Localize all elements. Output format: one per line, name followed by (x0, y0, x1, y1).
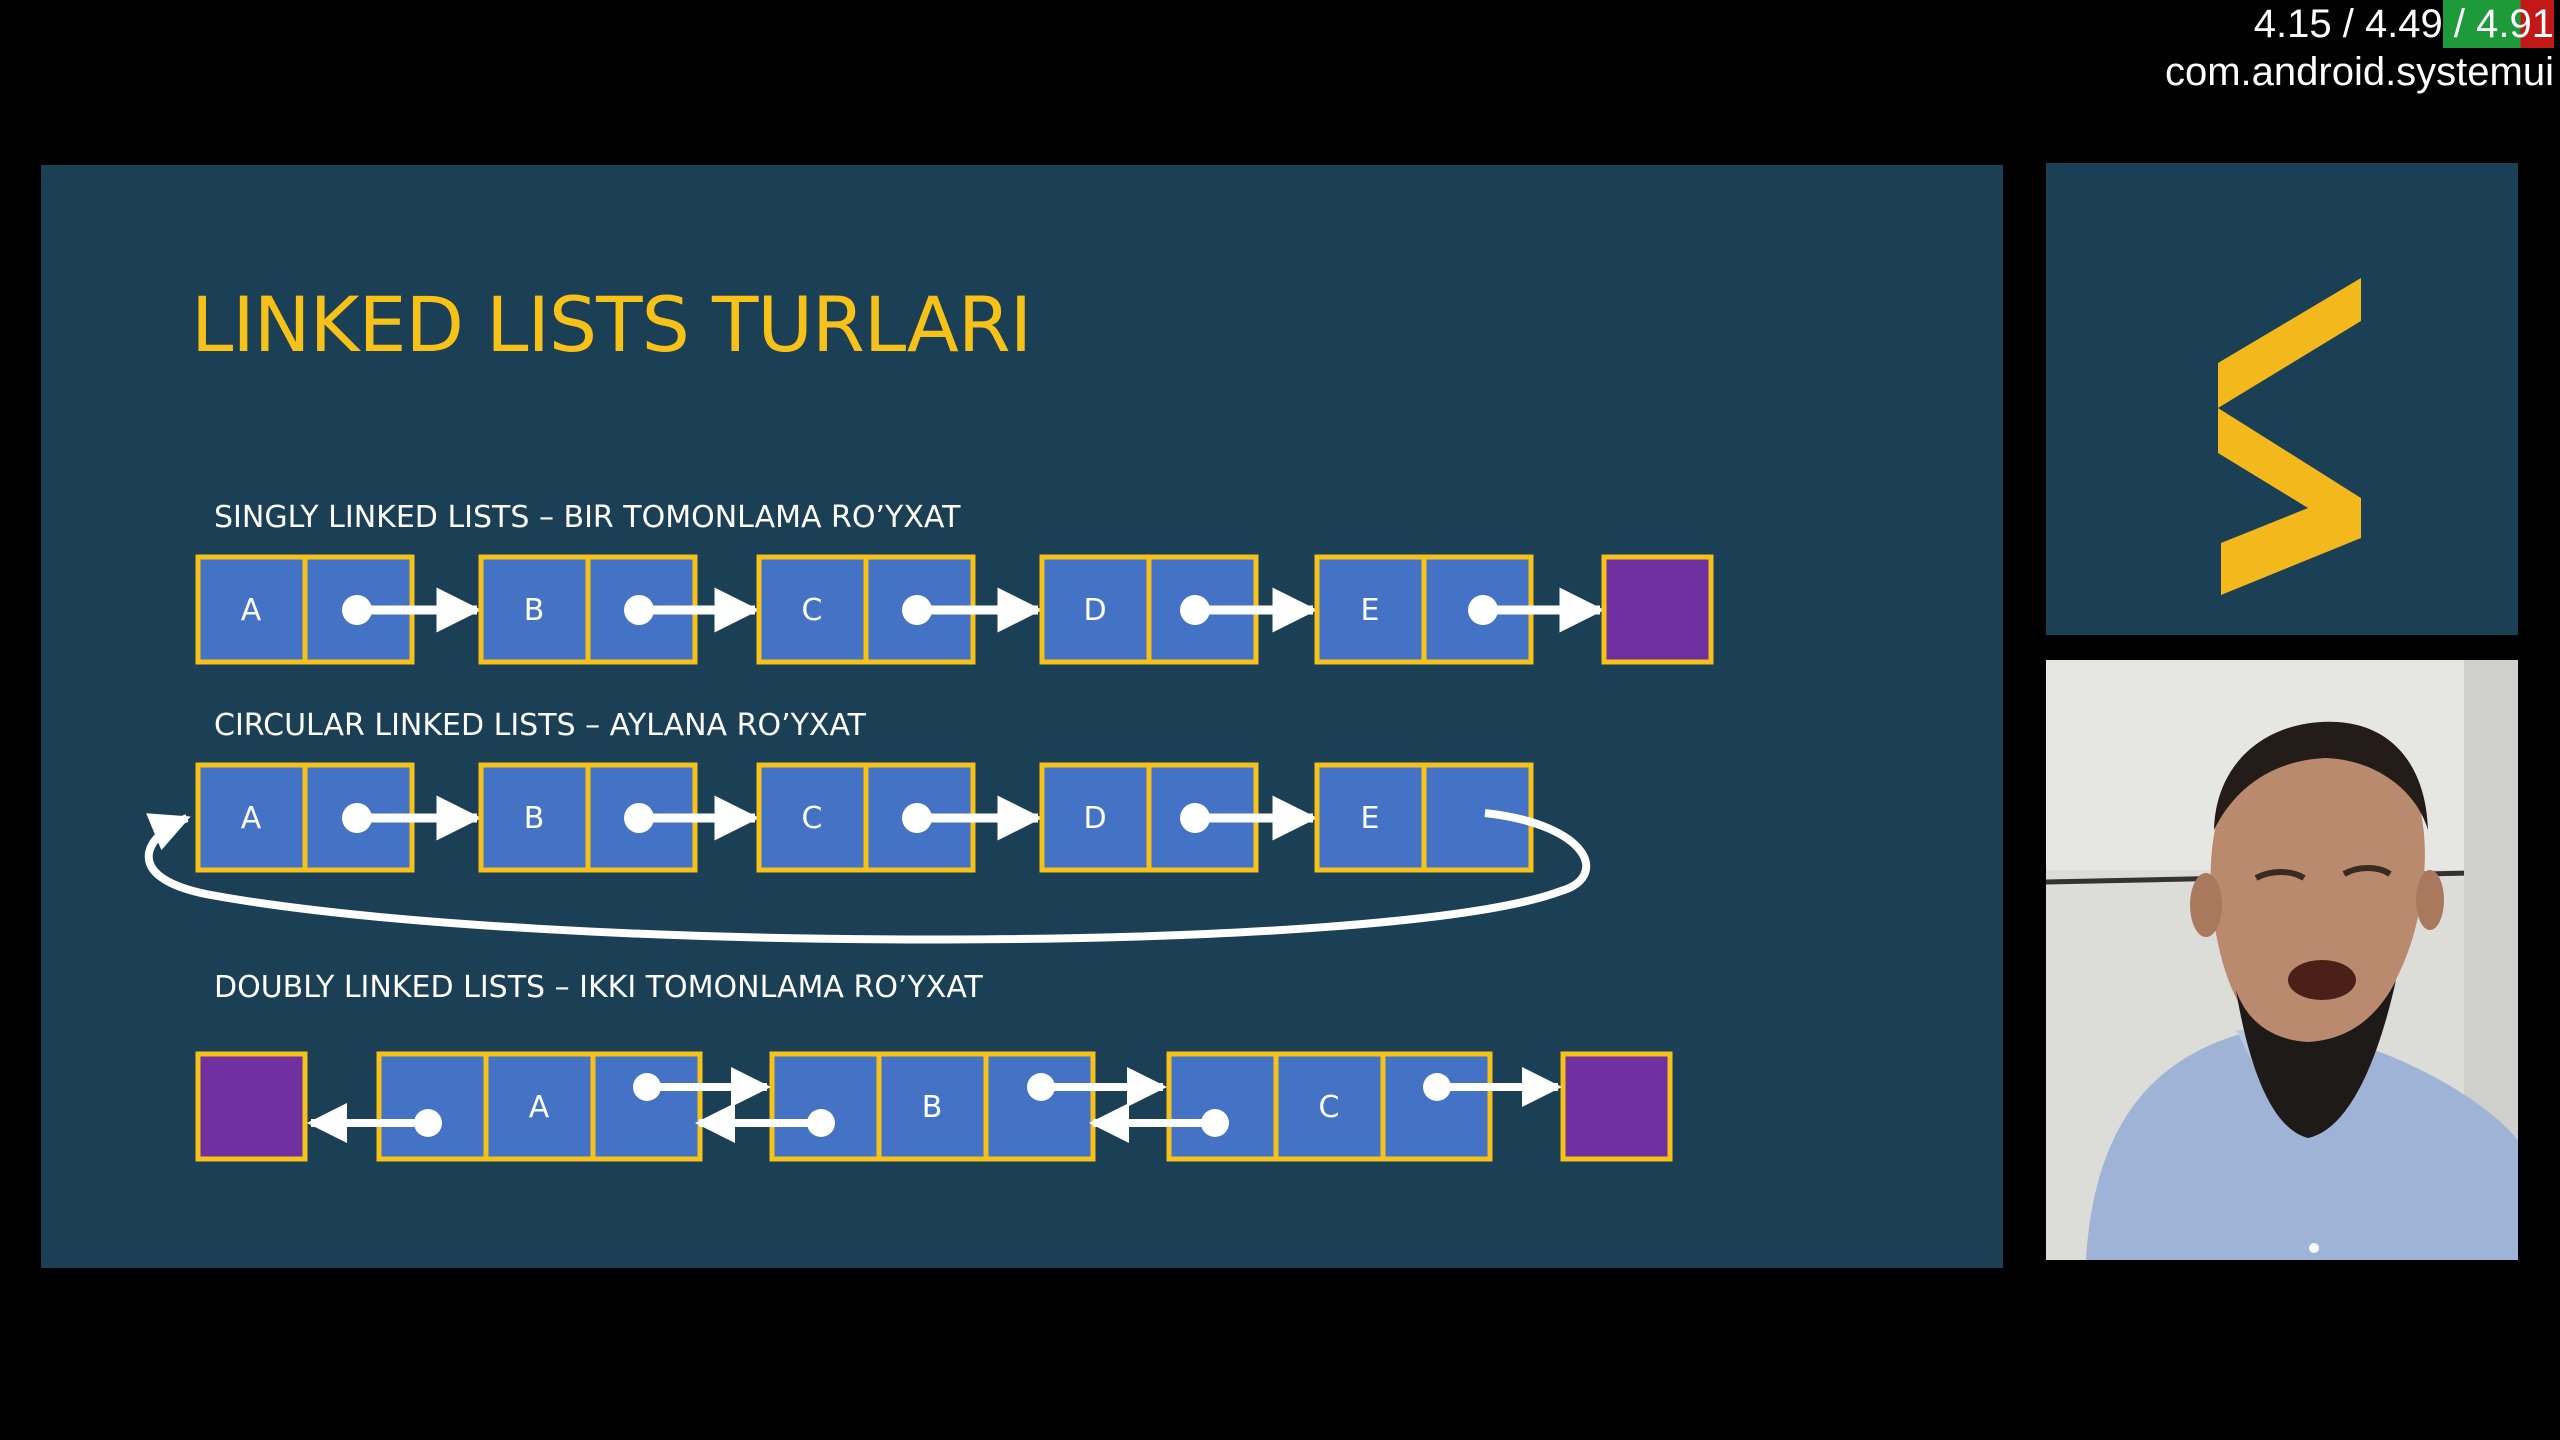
singly-pointer-d (1180, 587, 1318, 633)
doubly-linked-list: A B C (195, 1051, 1673, 1162)
doubly-next-pointer-a (633, 1067, 771, 1107)
doubly-node-label: A (529, 1090, 550, 1125)
singly-section-label: SINGLY LINKED LISTS – BIR TOMONLAMA RO’Y… (214, 500, 961, 535)
doubly-head-null-terminal (195, 1051, 308, 1162)
overlay-metric-c: 4.91 (2476, 2, 2554, 46)
singly-node-b: B (478, 554, 698, 665)
circular-node-label: C (802, 801, 823, 836)
circular-node-label: D (1083, 801, 1106, 836)
singly-node-label: B (524, 593, 545, 628)
singly-node-e: E (1314, 554, 1534, 665)
slide-title: LINKED LISTS TURLARI (191, 280, 1032, 369)
doubly-prev-pointer-a (307, 1103, 442, 1143)
singly-node-label: D (1083, 593, 1106, 628)
circular-node-label: A (241, 801, 262, 836)
circular-node-b: B (478, 762, 698, 873)
circular-linked-list: A B C (144, 762, 1591, 944)
singly-node-label: A (241, 593, 262, 628)
singly-pointer-c (902, 587, 1043, 633)
singly-node-label: C (802, 593, 823, 628)
doubly-tail-null-terminal (1560, 1051, 1673, 1162)
circular-node-e: E (1314, 762, 1534, 873)
circular-node-d: D (1039, 762, 1259, 873)
doubly-prev-pointer-b (695, 1103, 835, 1143)
chevron-right-logo-icon (2218, 278, 2361, 595)
doubly-next-pointer-c (1423, 1067, 1562, 1107)
singly-node-a: A (195, 554, 415, 665)
overlay-separator-2: / (2442, 2, 2477, 46)
doubly-node-label: C (1319, 1090, 1340, 1125)
overlay-separator-1: / (2331, 2, 2365, 46)
overlay-metric-a: 4.15 (2253, 2, 2332, 46)
singly-pointer-a (342, 587, 482, 633)
doubly-prev-pointer-c (1089, 1103, 1229, 1143)
presenter-image (2046, 660, 2518, 1260)
singly-node-label: E (1361, 593, 1380, 628)
circular-pointer-a (342, 795, 482, 841)
doubly-next-pointer-b (1027, 1067, 1167, 1107)
doubly-node-c: C (1166, 1051, 1493, 1162)
doubly-node-label: B (922, 1090, 943, 1125)
circular-node-label: E (1361, 801, 1380, 836)
circular-pointer-c (902, 795, 1043, 841)
circular-return-pointer (144, 809, 1591, 944)
overlay-package-name: com.android.systemui (2164, 50, 2554, 94)
doubly-section-label: DOUBLY LINKED LISTS – IKKI TOMONLAMA RO’… (214, 970, 983, 1005)
slide: LINKED LISTS TURLARI SINGLY LINKED LISTS… (41, 165, 2003, 1268)
circular-node-label: B (524, 801, 545, 836)
circular-section-label: CIRCULAR LINKED LISTS – AYLANA RO’YXAT (214, 708, 867, 743)
singly-pointer-e (1468, 587, 1605, 633)
linked-list-diagram: A B C (144, 554, 1714, 1162)
singly-linked-list: A B C (195, 554, 1714, 665)
performance-overlay: 4.15 / 4.49 / 4.91 com.android.systemui (2165, 0, 2554, 96)
circular-pointer-b (624, 795, 760, 841)
singly-pointer-b (624, 587, 760, 633)
doubly-node-a: A (376, 1051, 703, 1162)
singly-node-d: D (1039, 554, 1259, 665)
singly-null-terminal (1601, 554, 1714, 665)
doubly-node-b: B (769, 1051, 1096, 1162)
logo-panel (2046, 163, 2518, 635)
presenter-video (2046, 660, 2518, 1260)
circular-pointer-d (1180, 795, 1318, 841)
overlay-metric-b: 4.49 (2364, 2, 2443, 46)
